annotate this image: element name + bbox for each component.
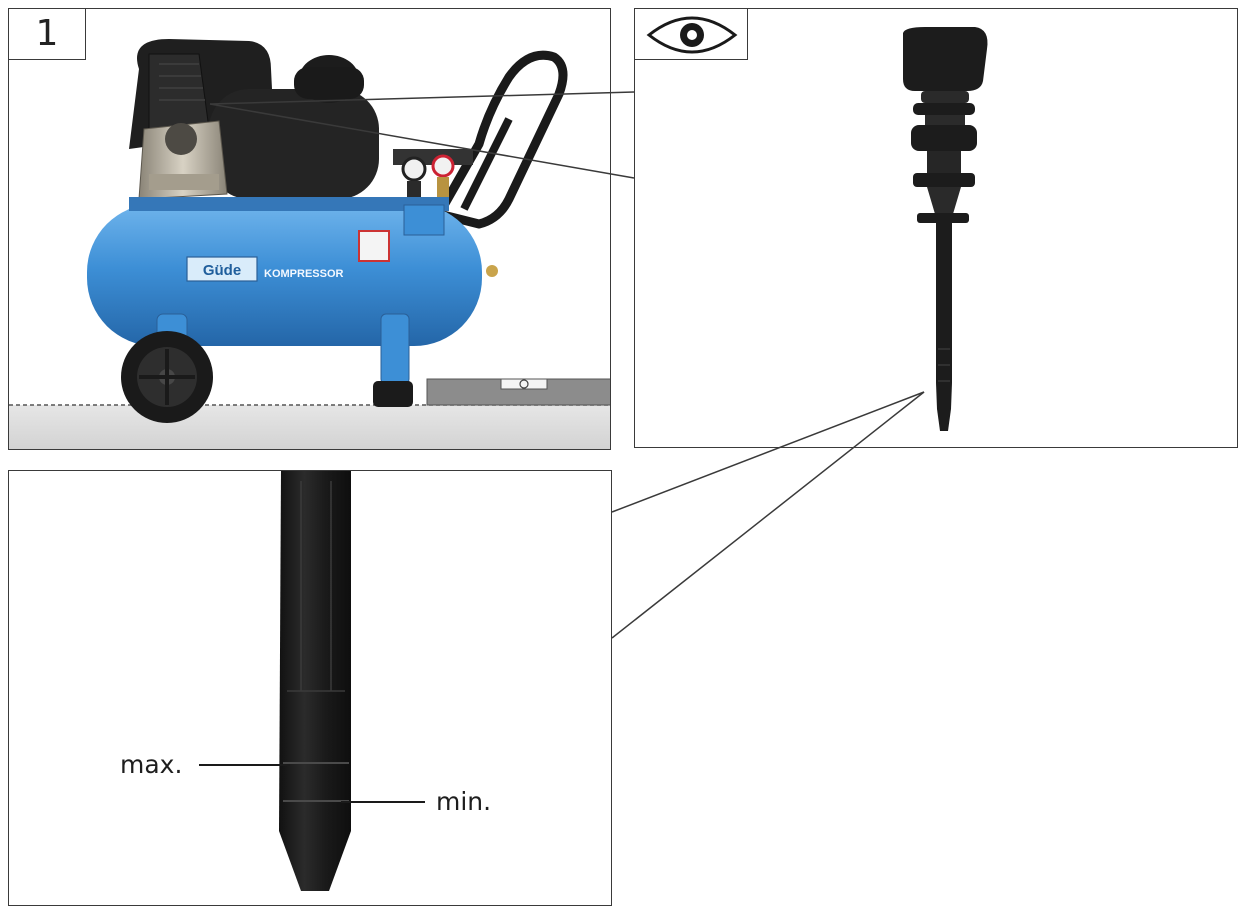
model-label: KOMPRESSOR [264,268,344,280]
oil-dipstick-illustration [635,9,1238,448]
dipstick-rod [936,223,952,383]
air-tank: Güde KOMPRESSOR [87,197,498,346]
floor [9,405,611,450]
dipstick-detail-panel [8,470,612,906]
dipstick-tip-closeup [9,471,612,906]
spirit-level [427,379,611,405]
dipstick-cap [903,27,988,91]
cylinder-head [139,121,227,199]
compressor-panel: Güde KOMPRESSOR [8,8,611,450]
brand-logo: Güde [203,262,241,279]
step-number: 1 [36,16,59,52]
min-label: min. [436,787,491,816]
max-label: max. [120,750,182,779]
dipstick-panel [634,8,1238,448]
eye-icon [635,9,749,61]
inspect-indicator-box [634,8,748,60]
step-number-box: 1 [8,8,86,60]
dipstick-closeup-shaft [279,471,351,891]
dipstick-tip [936,383,952,431]
compressor-illustration: Güde KOMPRESSOR [9,9,611,450]
